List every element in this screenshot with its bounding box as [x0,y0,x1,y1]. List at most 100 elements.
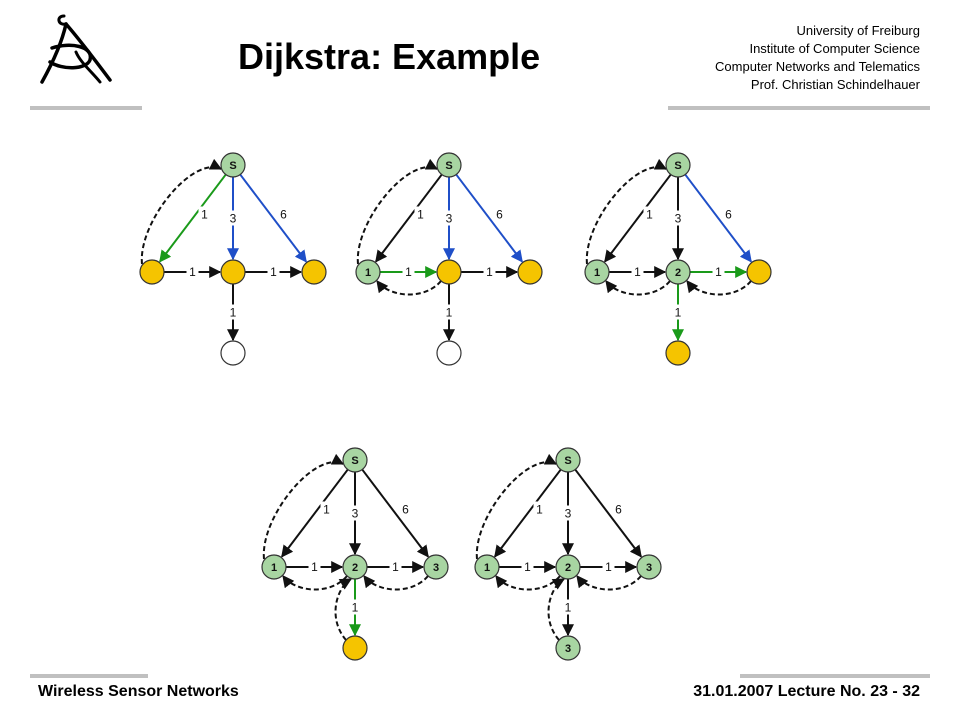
predecessor-pointer-d-b [547,578,566,641]
edge-weight-bg [414,206,427,222]
edge-weight-bg [389,559,402,574]
edge-weight-label: 3 [352,507,359,521]
node-c [301,259,327,285]
predecessor-pointer-c-b [576,575,642,591]
edge-weight-label: 1 [634,265,641,279]
affiliation-line: University of Freiburg [796,23,920,38]
edge-weight-bg [672,304,684,320]
edge-weight-bg [602,559,615,574]
footer-date-lecture: 31.01.2007 Lecture No. 23 - 32 [693,683,920,700]
edge-weight-bg [320,501,333,517]
edge-weight-label: 6 [725,208,732,222]
node-label: 1 [271,562,277,574]
node-c [517,259,543,285]
footer-course: Wireless Sensor Networks [38,683,239,700]
node-label: 3 [646,562,652,574]
edge-weight-label: 3 [675,212,682,226]
node-label: 2 [352,562,358,574]
edge-weight-label: 1 [565,601,572,615]
edge-weight-bg [483,264,496,279]
predecessor-pointer-a-s [356,158,439,265]
edge-weight-bg [227,304,239,320]
edge-weight-bg [643,206,656,222]
edge-weight-label: 1 [201,208,208,222]
node-label: 1 [594,267,600,279]
edge-weight-bg [722,206,735,222]
node-label: 2 [675,267,681,279]
node-d [436,340,462,366]
node-label: 1 [484,562,490,574]
predecessor-pointer-a-s [262,453,345,560]
footer-rule-left [30,674,148,678]
edge-weight-label: 3 [446,212,453,226]
affiliation-line: Institute of Computer Science [749,41,920,56]
predecessor-pointer-a-s [585,158,668,265]
edge-weight-label: 1 [270,265,277,279]
edge-weight-bg [493,206,506,222]
edge-s-a [604,173,672,263]
edge-weight-label: 1 [646,208,653,222]
edge-s-a [494,468,562,558]
node-b [220,259,246,285]
node-label: 3 [433,562,439,574]
edge-weight-bg [672,210,684,226]
node-a [261,554,287,580]
edge-s-c [239,173,307,263]
predecessor-pointer-c-b [363,575,429,591]
predecessor-pointer-b-a [495,575,561,591]
edge-weight-label: 1 [323,503,330,517]
edge-s-c [455,173,523,263]
node-label: S [351,455,358,467]
edge-weight-bg [198,206,211,222]
predecessor-pointer-c-b [686,280,752,296]
edge-weight-bg [521,559,534,574]
header-rule-left [30,106,142,110]
predecessor-pointer-b-a [282,575,348,591]
node-d [555,635,581,661]
edge-weight-label: 1 [405,265,412,279]
edge-weight-bg [277,206,290,222]
edge-weight-label: 1 [311,560,318,574]
affiliation-line: Computer Networks and Telematics [715,59,920,74]
node-a [139,259,165,285]
edge-weight-bg [631,264,644,279]
edge-weight-label: 1 [230,306,237,320]
predecessor-pointer-b-a [605,280,671,296]
edge-weight-bg [402,264,415,279]
affiliation-block: University of Freiburg Institute of Comp… [715,22,920,94]
edge-weight-label: 1 [446,306,453,320]
footer-rule-right [740,674,930,678]
affiliation-line: Prof. Christian Schindelhauer [750,77,920,92]
node-d [342,635,368,661]
university-logo [40,14,112,84]
node-b [436,259,462,285]
edge-weight-bg [308,559,321,574]
node-c [423,554,449,580]
edge-weight-bg [186,264,199,279]
node-a [584,259,610,285]
edge-weight-bg [349,599,361,615]
node-label: S [229,160,236,172]
edge-weight-label: 3 [565,507,572,521]
node-label: 2 [565,562,571,574]
edge-weight-bg [443,304,455,320]
edge-s-a [159,173,227,263]
edge-weight-label: 1 [536,503,543,517]
edge-weight-bg [399,501,412,517]
predecessor-pointer-b-a [376,280,442,296]
node-label: S [674,160,681,172]
header-rule-right [668,106,930,110]
edge-weight-bg [712,264,725,279]
predecessor-pointer-a-s [475,453,558,560]
edge-weight-label: 1 [524,560,531,574]
node-a [355,259,381,285]
node-b [665,259,691,285]
edge-weight-label: 1 [189,265,196,279]
node-b [342,554,368,580]
